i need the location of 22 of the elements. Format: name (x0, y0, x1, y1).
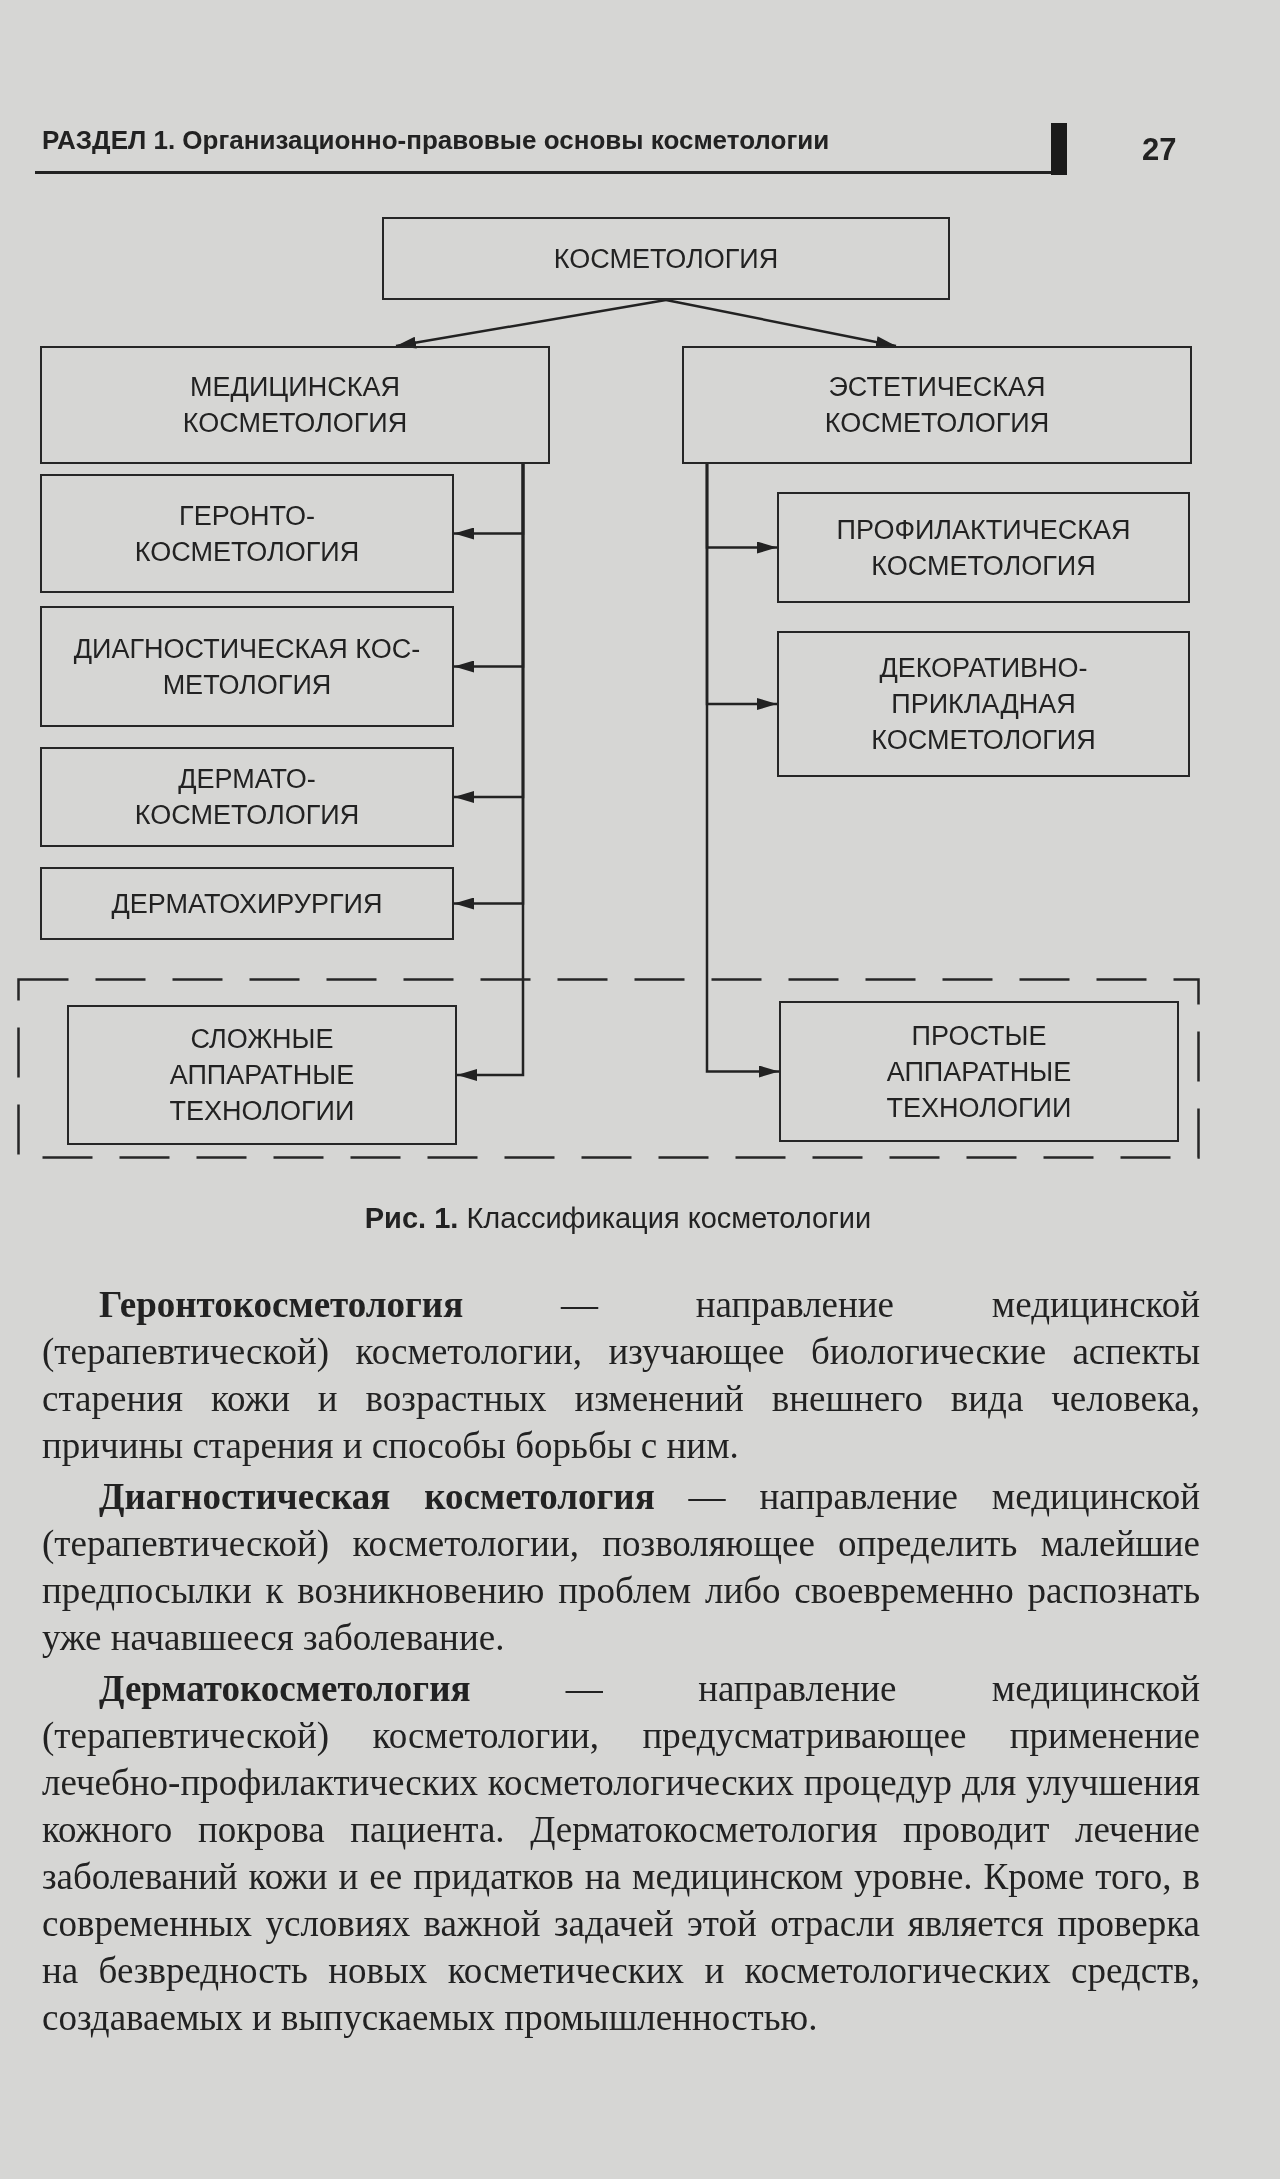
dashed-frame (17, 978, 1200, 1159)
category-box: ДЕКОРАТИВНО- ПРИКЛАДНАЯ КОСМЕТОЛОГИЯ (777, 631, 1190, 777)
category-box: КОСМЕТОЛОГИЯ (382, 217, 950, 300)
connector-arrow (457, 464, 525, 1081)
running-header: РАЗДЕЛ 1. Организационно-правовые основы косметологии (42, 124, 830, 156)
figure-caption: Рис. 1. Классификация косметологии (364, 1201, 872, 1236)
category-box: ГЕРОНТО- КОСМЕТОЛОГИЯ (40, 474, 454, 593)
connector-arrow (665, 298, 897, 348)
category-box: ЭСТЕТИЧЕСКАЯ КОСМЕТОЛОГИЯ (682, 346, 1192, 464)
body-paragraph: Диагностическая косметология — направление медицинской (терапевтической) косметологии, позволяющее определить малейшие предпосылки к возникновению проблем либо своевременно распознать уже начавшееся заболевание. (42, 1475, 1200, 1660)
category-box: ДЕРМАТОХИРУРГИЯ (40, 867, 454, 940)
connector-arrow (395, 298, 667, 349)
body-paragraph: Дерматокосметология — направление медицинской (терапевтической) косметологии, предусматривающее применение лечебно-профилактических косметологических процедур для улучшения кожного покрова пациента. Дерматокосметология проводит лечение заболеваний кожи и ее придатков на медицинском уровне. Кроме того, в современных условиях важной задачей этой отрасли является проверка на безвредность новых косметических и косметологических средств, создаваемых и выпускаемых промышленностью. (42, 1667, 1200, 2040)
category-box: СЛОЖНЫЕ АППАРАТНЫЕ ТЕХНОЛОГИИ (67, 1005, 457, 1145)
category-box: ПРОСТЫЕ АППАРАТНЫЕ ТЕХНОЛОГИИ (779, 1001, 1179, 1142)
category-box: ДИАГНОСТИЧЕСКАЯ КОС- МЕТОЛОГИЯ (40, 606, 454, 727)
body-paragraph: Геронтокосметология — направление медицинской (терапевтической) косметологии, изучающее биологические аспекты старения кожи и возрастных изменений внешнего вида человека, причины старения и способы борьбы с ним. (42, 1283, 1200, 1468)
category-box: МЕДИЦИНСКАЯ КОСМЕТОЛОГИЯ (40, 346, 550, 464)
connector-arrow (705, 464, 779, 1078)
page-number: 27 (1142, 132, 1177, 168)
category-box: ПРОФИЛАКТИЧЕСКАЯ КОСМЕТОЛОГИЯ (777, 492, 1190, 603)
category-box: ДЕРМАТО- КОСМЕТОЛОГИЯ (40, 747, 454, 847)
